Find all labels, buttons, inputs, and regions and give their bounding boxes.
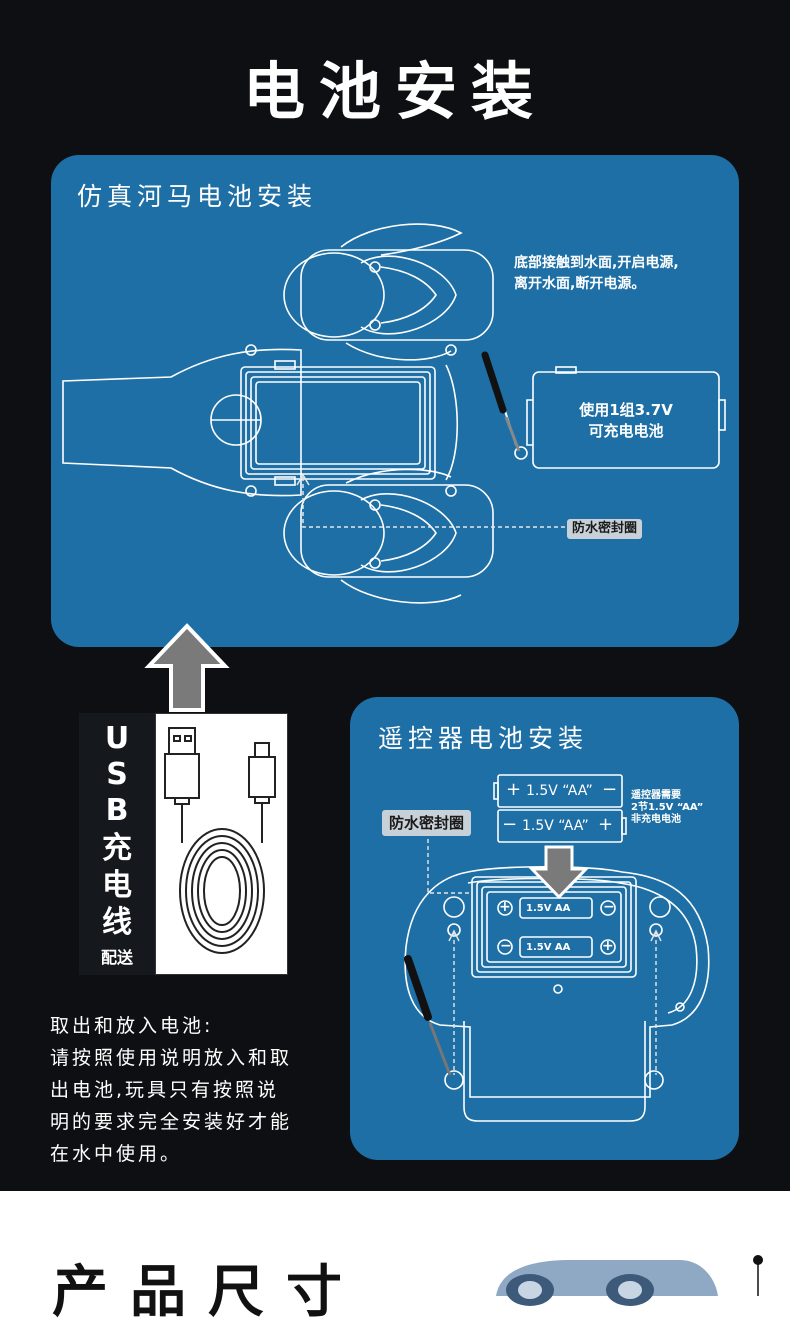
remote-seal-tag: 防水密封圈	[382, 810, 472, 836]
usb-letter: 充	[102, 831, 132, 866]
usb-letter: B	[105, 793, 129, 828]
battery-1-label: 1.5V “AA”	[526, 783, 593, 799]
usb-letter: S	[106, 757, 128, 792]
instruction-line: 明的要求完全安装好才能	[50, 1111, 293, 1133]
up-arrow-icon	[144, 623, 230, 712]
battery-2-label: 1.5V “AA”	[522, 818, 589, 834]
page-title: 电池安装	[242, 55, 547, 128]
remote-battery-card: 遥控器电池安装	[350, 697, 739, 1160]
slot-1-label: 1.5V AA	[526, 903, 571, 914]
battery-1-plus: +	[506, 779, 522, 800]
remote-section-title: 遥控器电池安装	[378, 724, 589, 753]
hippo-battery-card: 仿真河马电池安装	[51, 155, 739, 647]
usb-letter: U	[104, 721, 130, 756]
usb-label-panel	[79, 713, 155, 975]
hippo-battery-spec: 使用1组3.7V 可充电电池	[579, 401, 673, 440]
hippo-power-note: 底部接触到水面,开启电源, 离开水面,断开电源。	[514, 255, 679, 292]
hippo-section-title: 仿真河马电池安装	[77, 182, 318, 211]
instruction-line: 请按照使用说明放入和取	[50, 1047, 293, 1069]
slot-2-label: 1.5V AA	[526, 942, 571, 953]
battery-instructions: 取出和放入电池: 请按照使用说明放入和取 出电池,玩具只有按照说 明的要求完全安…	[50, 1010, 330, 1170]
slot-1-minus: −	[603, 899, 615, 915]
slot-2-plus: +	[602, 938, 614, 954]
hippo-toy-preview	[496, 1255, 763, 1306]
instruction-line: 取出和放入电池:	[50, 1015, 214, 1037]
battery-2-plus: +	[598, 814, 614, 835]
hippo-seal-tag: 防水密封圈	[567, 519, 643, 539]
product-size-title: 产品尺寸	[52, 1260, 364, 1325]
slot-2-minus: −	[500, 938, 512, 954]
instruction-line: 在水中使用。	[50, 1143, 183, 1165]
usb-included-label: 配送	[100, 948, 133, 967]
instruction-line: 出电池,玩具只有按照说	[50, 1079, 280, 1101]
hippo-toy-outline	[62, 223, 726, 604]
battery-2-minus: −	[502, 814, 518, 835]
usb-cable-icon	[164, 727, 276, 954]
usb-letter: 电	[102, 868, 132, 903]
battery-1-minus: −	[602, 779, 618, 800]
remote-outline	[404, 774, 710, 1122]
slot-1-plus: +	[499, 899, 511, 915]
usb-letter: 线	[102, 905, 132, 940]
remote-battery-note: 遥控器需要 2节1.5V “AA” 非充电电池	[631, 790, 704, 825]
